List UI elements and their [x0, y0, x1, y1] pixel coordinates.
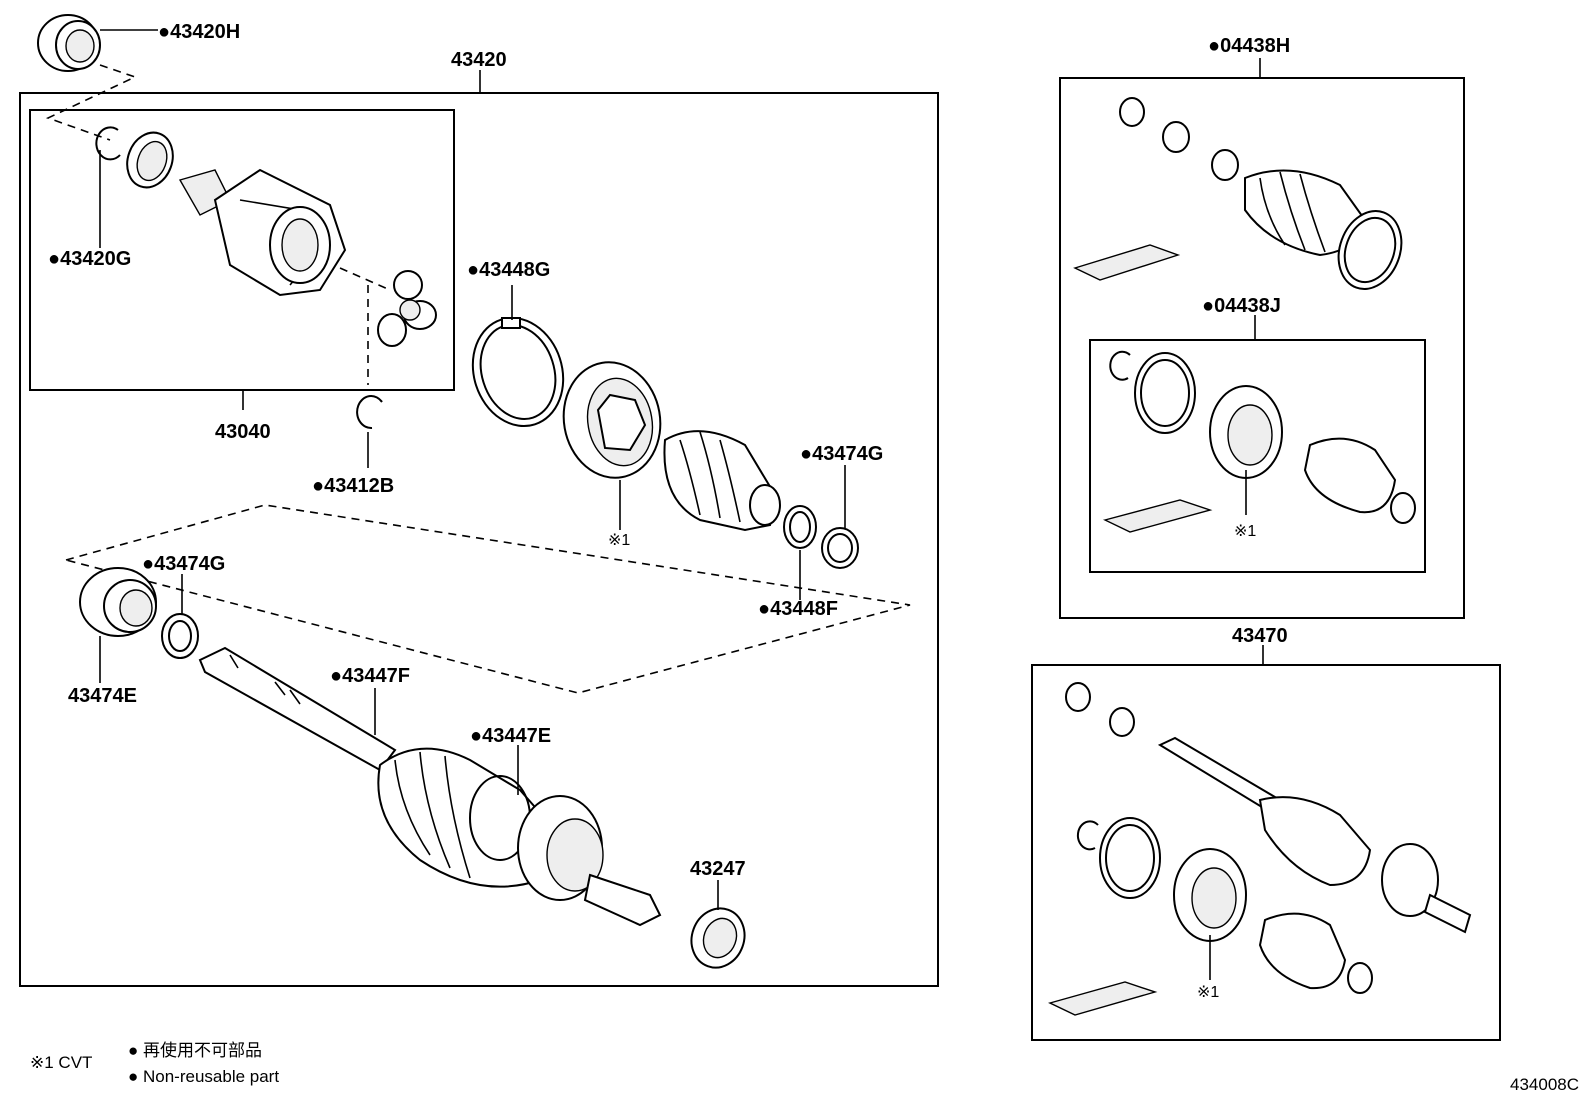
- diagram-code: 434008C: [1510, 1075, 1579, 1094]
- assembly-box-43420: [19, 92, 939, 987]
- label-43247: 43247: [690, 858, 746, 880]
- label-43448G: ●43448G: [467, 259, 550, 281]
- driveshaft-assembly-43470-parts: [1048, 682, 1472, 1016]
- legend-non-reusable-en: ● Non-reusable part: [128, 1067, 279, 1086]
- boot-kit-04438J-parts: [1102, 350, 1416, 533]
- kit-box-04438J: [1089, 339, 1426, 573]
- snap-ring-43412B: [356, 395, 383, 430]
- label-43448F: ●43448F: [758, 598, 838, 620]
- label-04438J: ●04438J: [1202, 295, 1281, 317]
- assembly-box-43040: [29, 109, 455, 391]
- outboard-boot-and-joint: [377, 747, 662, 927]
- dust-cover-43474E: [79, 567, 157, 637]
- label-43040: 43040: [215, 421, 271, 443]
- label-43420G: ●43420G: [48, 248, 131, 270]
- inboard-joint-housing: [178, 168, 347, 297]
- note-cvt-2: ※1: [1234, 523, 1256, 540]
- boot-kit-04438H-parts: [1073, 97, 1403, 290]
- note-cvt-1: ※1: [608, 532, 630, 549]
- small-clamp-43474G-lower: [161, 613, 199, 659]
- cvt-seal-ring: [562, 361, 662, 479]
- snap-ring-part: [95, 126, 121, 161]
- legend-cvt-note: ※1 CVT: [30, 1053, 92, 1072]
- label-43420H: ●43420H: [158, 21, 240, 43]
- label-43447F: ●43447F: [330, 665, 410, 687]
- note-cvt-3: ※1: [1197, 984, 1219, 1001]
- assembly-box-43470: [1031, 664, 1501, 1041]
- small-clamp-43474G: [821, 527, 859, 569]
- label-43474G-lower: ●43474G: [142, 553, 225, 575]
- inboard-boot: [663, 430, 781, 532]
- label-43447E: ●43447E: [470, 725, 551, 747]
- label-43474E: 43474E: [68, 685, 137, 707]
- kit-box-04438H: [1059, 77, 1465, 619]
- ring-part-43247: [690, 907, 746, 969]
- label-43474G-upper: ●43474G: [800, 443, 883, 465]
- label-04438H: ●04438H: [1208, 35, 1290, 57]
- legend-non-reusable-jp: ● 再使用不可部品: [128, 1040, 262, 1060]
- label-43420: 43420: [451, 49, 507, 71]
- label-43470: 43470: [1232, 625, 1288, 647]
- label-43412B: ●43412B: [312, 475, 394, 497]
- band-clamp-43448G: [471, 316, 565, 428]
- seal-part-43420H: [37, 14, 101, 72]
- tripod-joint-part: [377, 270, 437, 347]
- small-clamp-43448F: [783, 505, 817, 549]
- ring-seal-part: [126, 131, 174, 189]
